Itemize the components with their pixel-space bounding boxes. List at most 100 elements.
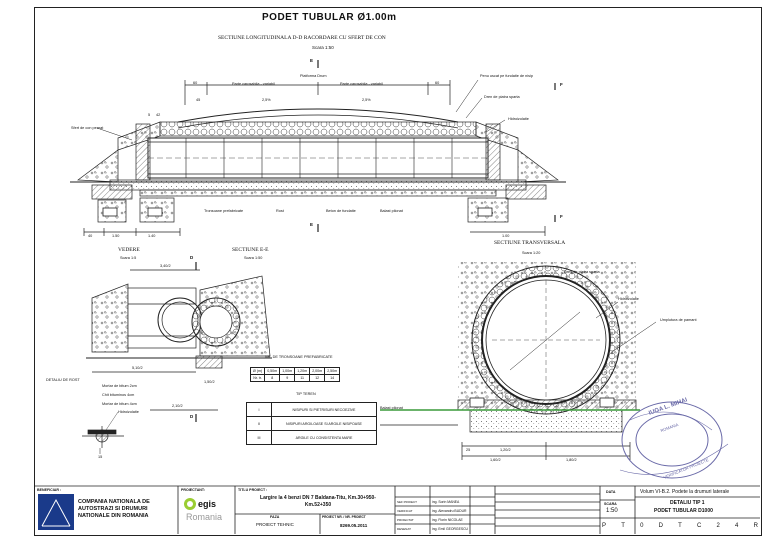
label-balast: Balast pilonat: [380, 209, 403, 213]
label-umplutura: Umplutura de pamant: [660, 318, 697, 322]
section-e-title: SECTIUNE E-E: [232, 247, 269, 253]
code-char: T: [621, 523, 625, 529]
longitudinal-section: [70, 60, 566, 236]
label-dren: Dren de piatra sparta: [484, 95, 520, 99]
cell: 2,00m: [309, 367, 326, 375]
code-char: 2: [716, 523, 720, 529]
mark-E-bottom: E: [310, 222, 314, 227]
data-label: DATA: [606, 490, 616, 494]
faza-label: FAZA: [270, 515, 280, 519]
beneficiar-name: COMPANIA NATIONALA DE AUTOSTRAZI SI DRUM…: [78, 499, 150, 519]
cell: II: [246, 416, 272, 431]
volum-text: Volum VI-B.2. Podete la drumuri laterale: [640, 489, 730, 495]
person-rol-2: PROIECTAT: [397, 518, 414, 522]
cell: NISIPURI SI PIETRISURI NECOEZIVE: [271, 402, 377, 417]
cell: Ø (m): [249, 367, 266, 375]
cell: III: [246, 430, 272, 445]
person-name-0: ing. Sorin MANEA: [432, 500, 460, 504]
cell: 2,50m: [324, 367, 341, 375]
dim-210: 2,10/2: [172, 404, 183, 408]
dim-45: 45: [196, 98, 201, 102]
view-section: [86, 262, 272, 422]
dim-slope-left: 2,5%: [262, 98, 271, 102]
cell: ARGILE CU CONSISTENTA MARE: [271, 430, 377, 445]
proiectant-sub: Romania: [186, 512, 223, 522]
dim-t120: 1,20/2: [500, 448, 511, 452]
code-char: C: [696, 523, 702, 529]
dim-150: 1.50: [112, 234, 120, 238]
cell: 1,20m: [294, 367, 311, 375]
code-char: 4: [735, 523, 739, 529]
transverse-title: SECTIUNE TRANSVERSALA: [494, 240, 566, 246]
cell: I: [246, 402, 272, 417]
titlu-proiect: Largire la 4 benzi DN 7 Baldana-Titu, Km…: [260, 495, 376, 508]
dim-slope-right: 2,5%: [362, 98, 371, 102]
mark-D-bottom: D: [190, 414, 194, 419]
tronsoane-table: Ø (m) 0,50m 1,00m 1,20m 2,00m 2,50m Nr. …: [249, 367, 341, 382]
dim-42: 42: [156, 113, 161, 117]
verification-stamp: [619, 401, 729, 479]
label-hidro: Hidroizolatie: [508, 117, 529, 121]
cell: NISIPURI ARGILOASE SI ARGILE NISIPOASE: [271, 416, 377, 431]
mark-D-top: D: [190, 255, 194, 260]
titleblock-lines: [34, 485, 760, 534]
detaliu-text: DETALIU TIP 1: [670, 500, 705, 506]
sheet-title: PODET TUBULAR Ø1.00m: [262, 12, 397, 23]
label-rost: Rost: [276, 209, 284, 213]
label-sfert: Sfert de con pereat: [71, 126, 104, 130]
dim-15: 15: [98, 455, 103, 459]
dim-t25: 25: [466, 448, 471, 452]
proiectant-label: PROIECTANT:: [181, 488, 205, 492]
cell: 0,50m: [264, 367, 281, 375]
mark-F-top: F: [560, 82, 563, 87]
cell: 11: [294, 374, 311, 382]
drawing-code: P T 0 D T C 2 4 R: [602, 523, 758, 529]
cell: 9: [279, 374, 296, 382]
code-char: R: [753, 523, 758, 529]
scara-label: SCARA: [604, 502, 617, 506]
beneficiar-logo: [38, 494, 74, 530]
dim-5: 5: [148, 113, 151, 117]
rost-detail: [82, 411, 124, 454]
dim-t180: 1,80/2: [566, 458, 577, 462]
dim-150b: 1,50/2: [204, 380, 215, 384]
label-hidro2: Hidroizolatie: [118, 410, 139, 414]
code-char: P: [602, 523, 607, 529]
cell: Nr. tr.: [249, 374, 266, 382]
label-hidro-t: Hidroizolatie: [618, 297, 639, 301]
label-dren-t: Dren de piatra sparta: [564, 270, 600, 274]
mark-E-top: E: [310, 58, 314, 63]
proiectant-logo: [184, 498, 196, 510]
titlu-label: TITLU PROIECT :: [238, 488, 268, 492]
scara-value: 1:50: [606, 508, 618, 514]
dim-60-right: 60: [435, 81, 440, 85]
person-rol-3: DESENAT: [397, 527, 411, 531]
nr-value: 8269.05.2011: [340, 523, 368, 528]
dim-510: 5,10/2: [132, 366, 143, 370]
label-penu: Penu uscat pe fundatie de nisip: [480, 74, 533, 78]
transverse-scale: Scara 1:20: [522, 251, 541, 255]
transverse-section: [380, 262, 657, 460]
code-char: 0: [640, 523, 644, 529]
dim-60-left: 60: [193, 81, 198, 85]
view-title: VEDERE: [118, 247, 140, 253]
dim-40: 40: [88, 234, 93, 238]
long-section-title: SECTIUNE LONGITUDINALA D-D RACORDARE CU …: [218, 35, 386, 41]
code-char: T: [678, 523, 682, 529]
cell: 8: [264, 374, 281, 382]
cell: 12: [309, 374, 326, 382]
long-section-scale: Scara 1:50: [312, 45, 334, 50]
dim-t160: 1,60/2: [490, 458, 501, 462]
mark-F-bottom: F: [560, 214, 563, 219]
cell: 1,00m: [279, 367, 296, 375]
label-mortar2: Mortar de bitum 4cm: [102, 402, 137, 406]
dim-100: 1.00: [502, 234, 510, 238]
label-parte-left: Parte carosabila - variabil: [232, 82, 275, 86]
person-name-3: ing. Emil GEORGESCU: [432, 527, 468, 531]
label-chit: Chit bituminos 4cm: [102, 393, 135, 397]
tronsoane-title: NR. DE TRONSOANE PREFABRICATE: [265, 355, 333, 359]
dim-140: 1.40: [148, 234, 156, 238]
